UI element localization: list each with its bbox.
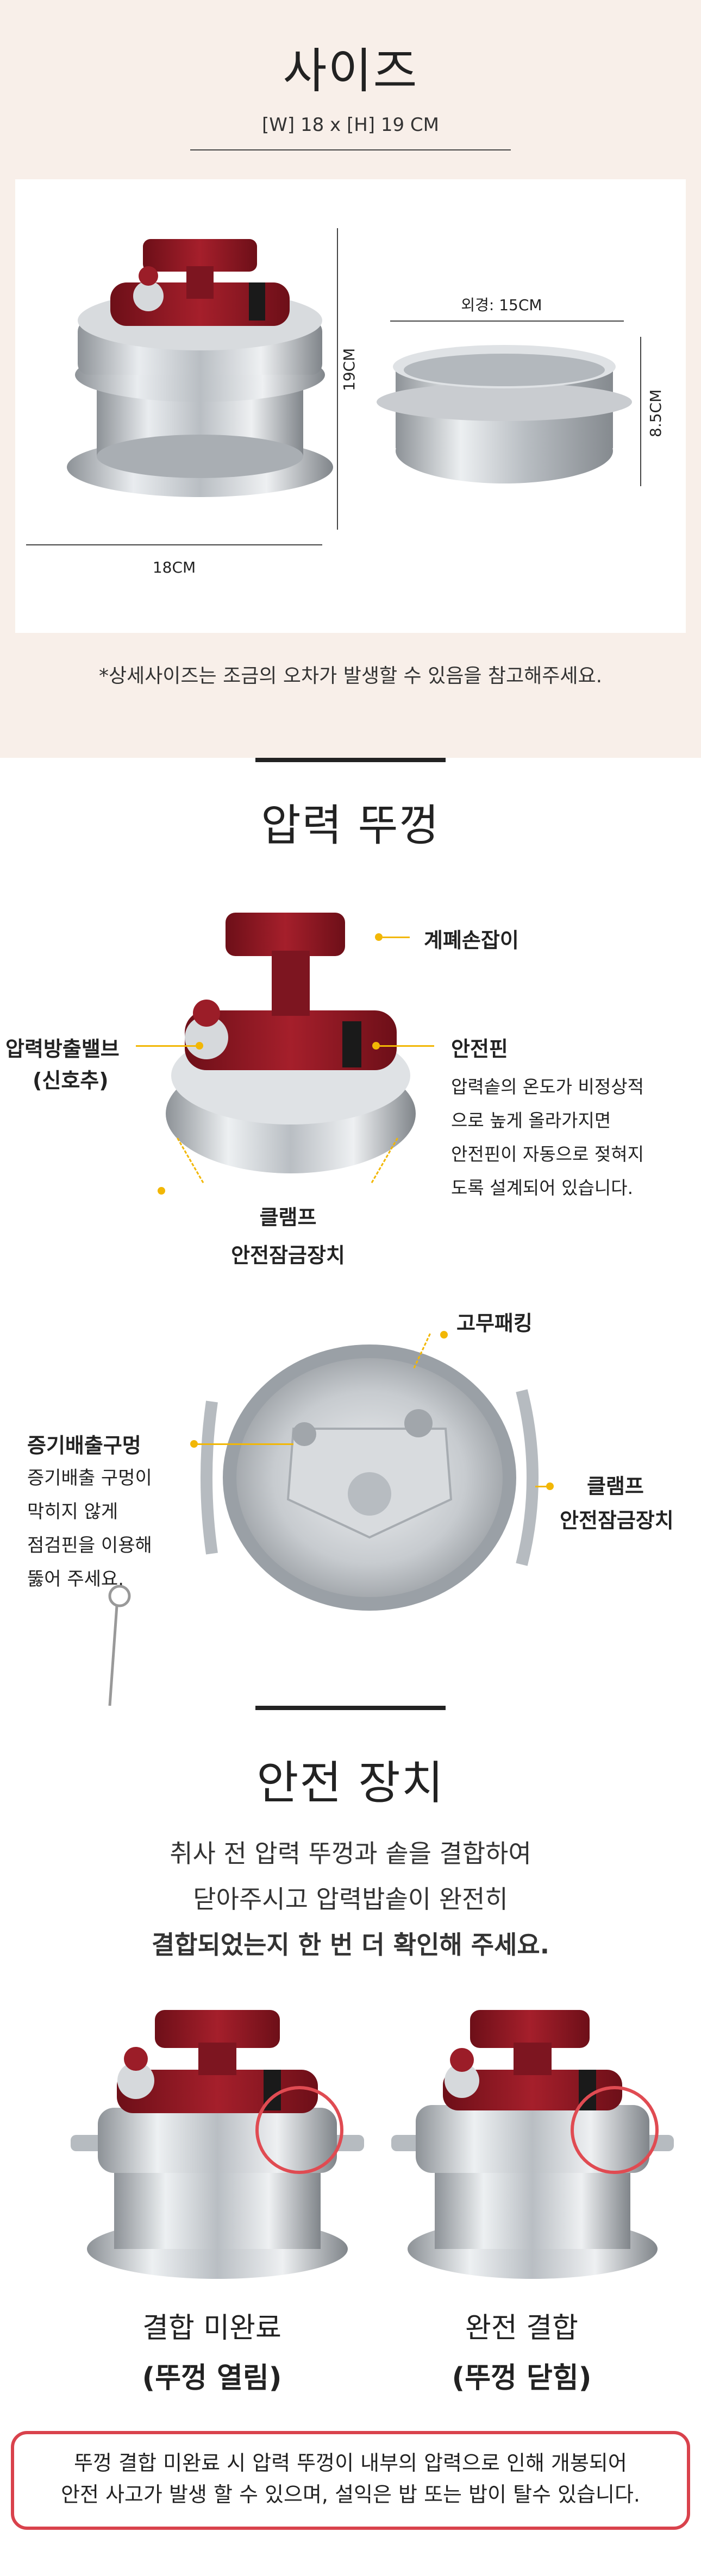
safety-title: 안전 장치 — [256, 1756, 445, 1810]
vent-line — [196, 1443, 293, 1445]
vent-label: 증기배출구멍 — [27, 1434, 141, 1457]
clamp2-line — [535, 1486, 552, 1487]
size-image-panel: 19CM 18CM 외경: 15CM 8.5CM — [15, 179, 686, 633]
clamp2-label-1: 클램프 — [587, 1474, 644, 1498]
lid-underside-image — [201, 1344, 539, 1611]
clamp-label-2: 안전잠금장치 — [231, 1243, 345, 1267]
size-title: 사이즈 — [283, 43, 418, 99]
vent-desc-line: 점검핀을 이용해 — [27, 1535, 152, 1556]
warning-line: 뚜껑 결합 미완료 시 압력 뚜껑이 내부의 압력으로 인해 개봉되어 — [74, 2451, 627, 2475]
gasket-label: 고무패킹 — [456, 1311, 533, 1335]
pot-width-label: 18CM — [152, 558, 196, 576]
safety-desc-line: 도록 설계되어 있습니다. — [451, 1177, 634, 1198]
handle-dot — [375, 933, 383, 941]
handle-line — [383, 937, 410, 938]
pressure-cooker-image — [67, 239, 333, 497]
clamp2-dot — [546, 1482, 554, 1490]
inner-pot-width-line — [390, 321, 624, 322]
safety-pin-label: 안전핀 — [451, 1037, 508, 1061]
safety-section-rule — [255, 1706, 446, 1710]
handle-label: 계폐손잡이 — [424, 928, 519, 952]
safety-desc-line: 으로 높게 올라가지면 — [451, 1110, 611, 1131]
safety-pin-line — [380, 1045, 434, 1047]
open-gap-highlight — [255, 2086, 343, 2174]
valve-label: 압력방출밸브 — [5, 1037, 120, 1061]
pot-height-label: 19CM — [340, 348, 358, 391]
inner-pot-outer-label: 외경: 15CM — [461, 296, 542, 314]
subtitle-divider — [190, 149, 511, 150]
left-caption: 결합 미완료 (뚜껑 열림) — [82, 2303, 342, 2403]
safety-body-line: 취사 전 압력 뚜껑과 솥을 결합하여 — [170, 1839, 531, 1868]
size-note: *상세사이즈는 조금의 오차가 발생할 수 있음을 참고해주세요. — [98, 665, 603, 687]
safety-body: 취사 전 압력 뚜껑과 솥을 결합하여 닫아주시고 압력밥솥이 완전히 결합되었… — [0, 1831, 701, 1968]
right-caption-line: (뚜껑 닫힘) — [452, 2362, 592, 2395]
left-caption-line: (뚜껑 열림) — [142, 2362, 282, 2395]
inner-pot-height-label: 8.5CM — [647, 389, 665, 437]
lid-title: 압력 뚜껑 — [261, 800, 440, 851]
warning-line: 안전 사고가 발생 할 수 있으며, 설익은 밥 또는 밥이 탈수 있습니다. — [61, 2483, 640, 2506]
vent-desc-line: 증기배출 구멍이 — [27, 1467, 152, 1489]
inner-pot-height-line — [640, 337, 641, 486]
size-subtitle: [W] 18 x [H] 19 CM — [261, 114, 439, 136]
valve-dot — [196, 1042, 203, 1050]
vent-desc-line: 뚫어 주세요. — [27, 1568, 124, 1590]
inner-pot-image — [377, 345, 632, 483]
safety-desc: 압력솥의 온도가 비정상적 으로 높게 올라가지면 안전핀이 자동으로 젖혀지 … — [451, 1070, 644, 1205]
valve-sub-label: (신호추) — [33, 1069, 109, 1092]
safety-desc-line: 안전핀이 자동으로 젖혀지 — [451, 1144, 644, 1165]
vent-desc-line: 막히지 않게 — [27, 1501, 118, 1523]
vent-dot — [190, 1440, 198, 1448]
gasket-dot — [440, 1331, 448, 1339]
valve-line — [136, 1045, 196, 1047]
left-caption-line: 결합 미완료 — [142, 2312, 281, 2345]
vent-desc: 증기배출 구멍이 막히지 않게 점검핀을 이용해 뚫어 주세요. — [27, 1461, 152, 1596]
size-section: 사이즈 [W] 18 x [H] 19 CM — [0, 0, 701, 758]
check-pin-icon — [108, 1585, 131, 1706]
safety-body-line: 결합되었는지 한 번 더 확인해 주세요. — [151, 1930, 550, 1959]
lid-top-image — [166, 913, 416, 1173]
safety-pin-dot — [372, 1042, 380, 1050]
clamp2-label-2: 안전잠금장치 — [560, 1509, 674, 1532]
warning-box: 뚜껑 결합 미완료 시 압력 뚜껑이 내부의 압력으로 인해 개봉되어 안전 사… — [11, 2431, 690, 2530]
right-caption: 완전 결합 (뚜껑 닫힘) — [391, 2303, 652, 2403]
safety-body-line: 닫아주시고 압력밥솥이 완전히 — [193, 1884, 508, 1914]
pot-width-line — [26, 544, 322, 545]
right-caption-line: 완전 결합 — [465, 2312, 578, 2345]
clamp-label-1: 클램프 — [259, 1205, 317, 1229]
pot-height-line — [337, 228, 338, 530]
warning-text: 뚜껑 결합 미완료 시 압력 뚜껑이 내부의 압력으로 인해 개봉되어 안전 사… — [14, 2447, 687, 2510]
clamp-dot — [158, 1187, 165, 1195]
safety-desc-line: 압력솥의 온도가 비정상적 — [451, 1076, 644, 1097]
closed-highlight — [571, 2086, 659, 2174]
lid-section-rule — [255, 758, 446, 762]
